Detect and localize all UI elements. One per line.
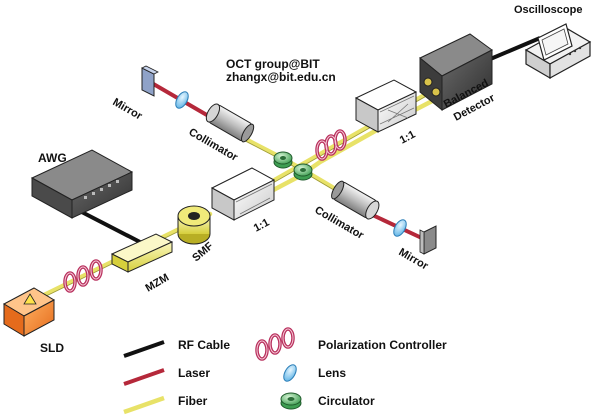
legend: RF Cable Laser Fiber Polarization Contro… bbox=[123, 327, 447, 415]
legend-circulator-icon bbox=[280, 392, 302, 410]
rf-cable-awg-mzm bbox=[73, 206, 141, 244]
coupler-top bbox=[354, 79, 418, 133]
warning-icon bbox=[23, 293, 37, 305]
legend-laser-swatch bbox=[123, 368, 165, 386]
legend-circulator-label: Circulator bbox=[318, 394, 375, 408]
header-group: OCT group@BIT bbox=[226, 57, 320, 71]
coupler-bottom-ratio: 1:1 bbox=[252, 217, 272, 235]
balanced-detector bbox=[419, 33, 493, 112]
rf-cable-detector-oscilloscope bbox=[487, 36, 541, 62]
header-email: zhangx@bit.edu.cn bbox=[226, 70, 336, 84]
coupler-bottom bbox=[210, 167, 276, 221]
awg bbox=[30, 149, 134, 219]
legend-rf-cable-swatch bbox=[123, 340, 165, 358]
sld bbox=[2, 287, 56, 337]
legend-rf-cable-label: RF Cable bbox=[178, 338, 230, 352]
legend-fiber-label: Fiber bbox=[178, 394, 208, 408]
lens-top-icon bbox=[175, 91, 189, 109]
mzm-label: MZM bbox=[144, 272, 172, 295]
legend-fiber-swatch bbox=[123, 395, 165, 415]
legend-lens-label: Lens bbox=[318, 366, 346, 380]
sld-label: SLD bbox=[40, 341, 64, 355]
oscilloscope bbox=[524, 23, 592, 80]
legend-laser-label: Laser bbox=[178, 366, 210, 380]
oscilloscope-label: Oscilloscope bbox=[514, 4, 582, 16]
mirror-top-label: Mirror bbox=[111, 96, 145, 123]
circulator-bottom-icon bbox=[293, 163, 313, 181]
circulator-top-icon bbox=[273, 151, 293, 169]
mirror-bottom bbox=[419, 225, 437, 255]
awg-label: AWG bbox=[38, 151, 67, 165]
mirror-top bbox=[141, 65, 159, 97]
collimator-bottom bbox=[331, 180, 380, 220]
coupler-top-ratio: 1:1 bbox=[398, 129, 418, 147]
rf-cables bbox=[73, 36, 541, 244]
collimator-top bbox=[205, 103, 255, 143]
legend-polarization-controller-label: Polarization Controller bbox=[318, 338, 447, 352]
lens-bottom-icon bbox=[393, 219, 407, 237]
mzm bbox=[110, 233, 174, 273]
legend-lens-icon bbox=[283, 364, 297, 382]
legend-polarization-controller-icon bbox=[255, 327, 295, 361]
smf-spool bbox=[177, 205, 211, 245]
